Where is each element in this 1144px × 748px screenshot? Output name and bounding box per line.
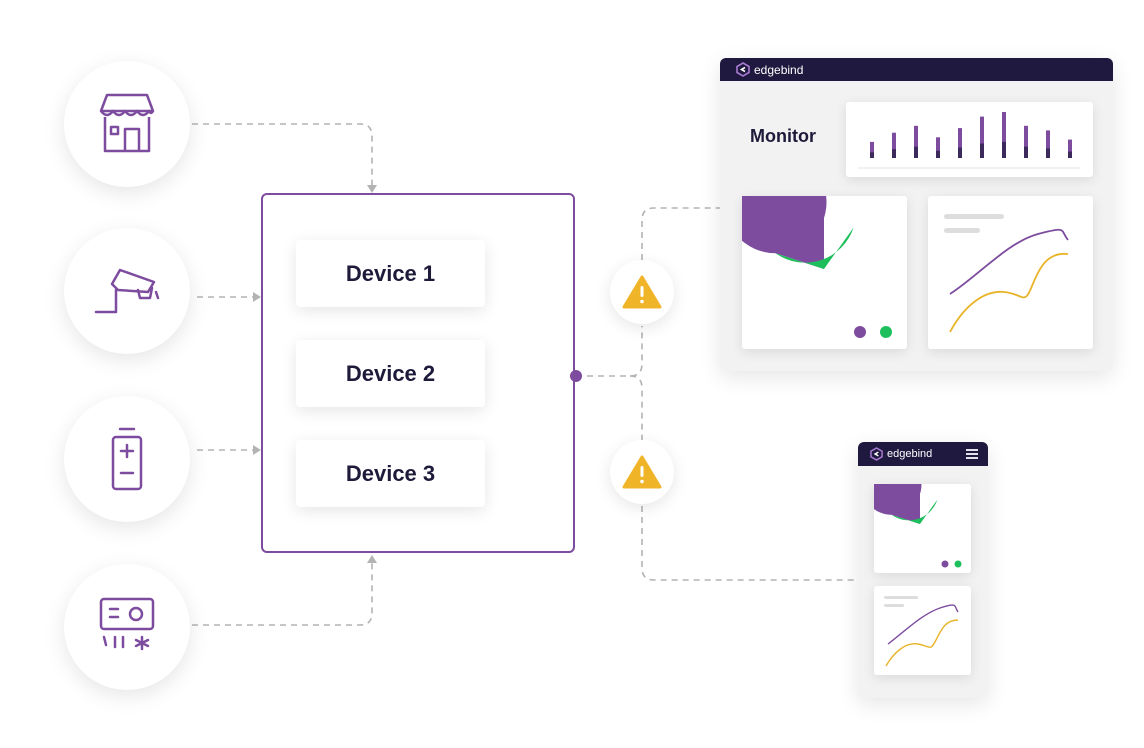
bar xyxy=(1068,139,1072,158)
brand-label: edgebind xyxy=(887,448,933,460)
line-series-purple xyxy=(887,604,959,645)
mobile-titlebar: edgebind xyxy=(858,442,988,466)
pie-chart xyxy=(724,151,892,338)
arrow-down xyxy=(367,185,377,193)
legend-dot-purple xyxy=(854,326,866,338)
bar xyxy=(1024,125,1028,158)
bar-base xyxy=(1046,148,1050,158)
line-series-purple xyxy=(949,228,1069,295)
mobile-line-card xyxy=(874,586,971,675)
bar xyxy=(1046,130,1050,158)
legend-dot-purple xyxy=(941,560,949,568)
warning-badge-1 xyxy=(610,260,674,324)
connector-to-desktop xyxy=(641,207,720,260)
legend-dot-green xyxy=(954,560,962,568)
storefront-icon xyxy=(99,93,155,153)
arrow-right xyxy=(253,292,261,302)
source-storefront xyxy=(64,61,190,187)
placeholder-line xyxy=(884,604,904,607)
warning-icon xyxy=(622,455,662,489)
connector-to-warning-2 xyxy=(629,375,643,440)
warning-icon xyxy=(622,275,662,309)
device-2-card[interactable]: Device 2 xyxy=(296,340,485,407)
bar-chart-card xyxy=(846,102,1093,177)
connector-to-mobile xyxy=(641,506,858,581)
security-camera-icon xyxy=(94,268,160,314)
device-3-card[interactable]: Device 3 xyxy=(296,440,485,507)
line-chart xyxy=(944,214,1069,333)
arrow-right xyxy=(253,445,261,455)
bar xyxy=(936,137,940,158)
device-1-card[interactable]: Device 1 xyxy=(296,240,485,307)
mobile-dashboard: edgebind xyxy=(858,442,988,698)
bar xyxy=(870,141,874,158)
bar-base xyxy=(1002,141,1006,158)
bar-base xyxy=(1024,146,1028,158)
source-security-camera xyxy=(64,228,190,354)
bar-base xyxy=(1068,151,1072,158)
bar xyxy=(980,116,984,158)
mobile-pie-chart xyxy=(861,454,962,568)
source-battery xyxy=(64,396,190,522)
brand-label: edgebind xyxy=(754,62,804,77)
arrow-up xyxy=(367,555,377,563)
placeholder-line xyxy=(944,214,1004,219)
bar xyxy=(892,132,896,158)
bar-base xyxy=(958,147,962,158)
air-conditioner-icon xyxy=(99,597,155,651)
bar-base xyxy=(870,152,874,158)
connector-to-warning-1 xyxy=(576,326,643,377)
bar xyxy=(914,125,918,158)
desktop-titlebar: edgebind xyxy=(720,58,1113,81)
mobile-pie-card xyxy=(861,454,971,573)
hamburger-menu-icon[interactable] xyxy=(966,449,978,459)
placeholder-line xyxy=(884,596,918,599)
desktop-dashboard: edgebind Monitor xyxy=(720,58,1113,371)
bar-base xyxy=(980,143,984,158)
source-air-conditioner xyxy=(64,564,190,690)
bar-base xyxy=(936,150,940,158)
mobile-line-chart xyxy=(884,596,959,667)
line-series-yellow xyxy=(949,253,1069,333)
bar-chart xyxy=(858,112,1080,169)
bar xyxy=(1002,112,1006,158)
legend-dot-green xyxy=(880,326,892,338)
bar xyxy=(958,128,962,158)
connector-source-4 xyxy=(192,562,373,626)
warning-badge-2 xyxy=(610,440,674,504)
monitor-title: Monitor xyxy=(750,126,816,146)
battery-icon xyxy=(111,427,143,491)
bar-base xyxy=(914,146,918,158)
pie-chart-card xyxy=(724,151,907,349)
placeholder-line xyxy=(944,228,980,233)
connector-source-1 xyxy=(192,123,373,186)
line-series-yellow xyxy=(885,619,959,667)
edgebind-logo-icon xyxy=(870,447,883,461)
line-chart-card xyxy=(928,196,1093,349)
edgebind-logo-icon xyxy=(736,62,750,77)
bar-base xyxy=(892,149,896,158)
